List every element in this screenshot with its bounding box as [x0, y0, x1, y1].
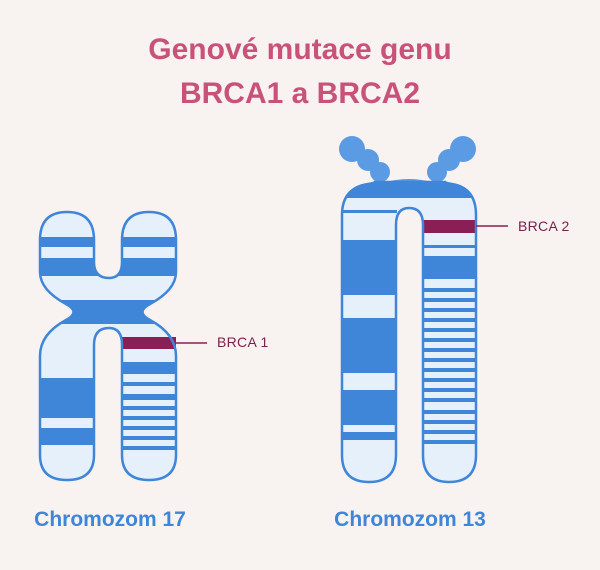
brca1-label: BRCA 1	[217, 334, 269, 350]
brca2-label: BRCA 2	[518, 218, 570, 234]
brca2-gene-band	[423, 220, 476, 233]
chromosome-13-outline	[340, 180, 478, 484]
chromosome-17	[38, 210, 207, 482]
chromosome-17-label: Chromozom 17	[34, 508, 186, 531]
chromosome-13	[339, 136, 508, 484]
chromosome-13-bands	[342, 182, 476, 444]
brca1-gene-band	[122, 337, 176, 349]
title-line-1: Genové mutace genu	[148, 33, 452, 66]
chromosome-13-label: Chromozom 13	[334, 508, 486, 531]
title-line-2: BRCA1 a BRCA2	[179, 77, 421, 110]
chromosome-17-outline	[38, 210, 178, 482]
